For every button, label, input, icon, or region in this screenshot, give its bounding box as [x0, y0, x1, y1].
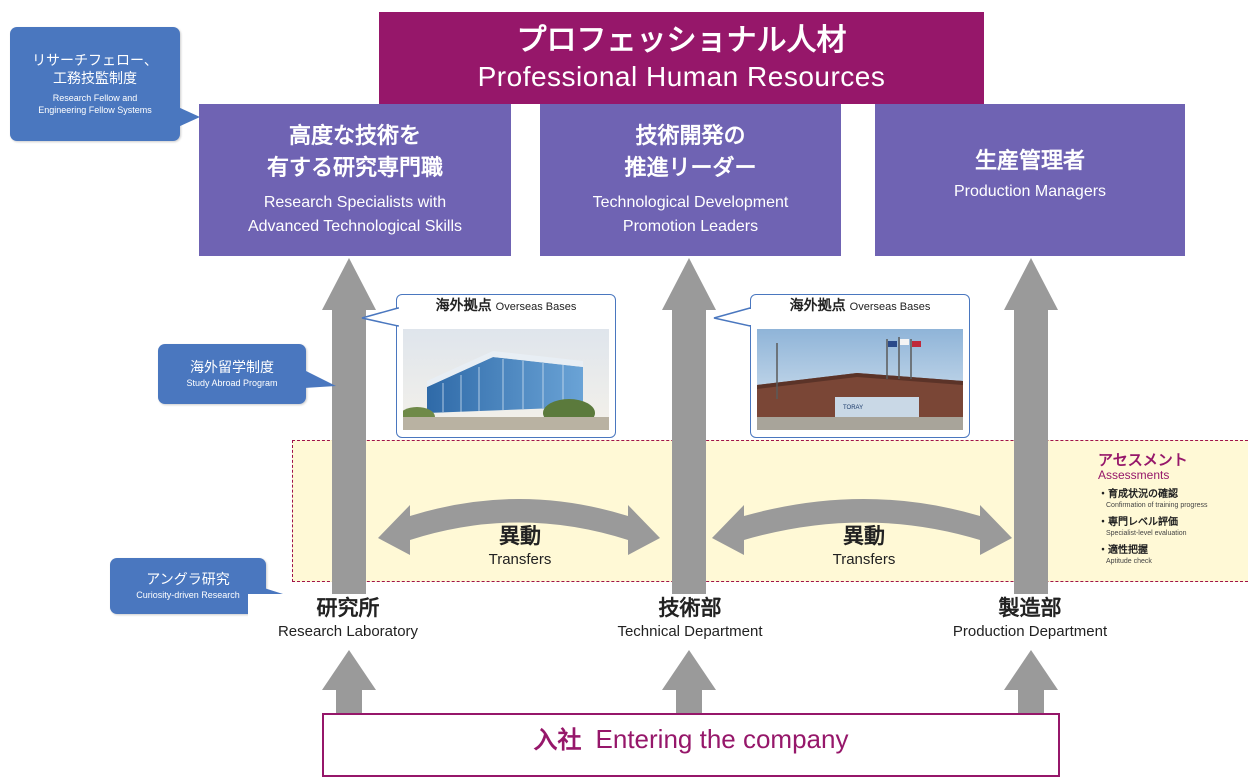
callout-jp-line1: リサーチフェロー、 [32, 53, 158, 69]
career-jp-line1: 高度な技術を [288, 124, 421, 149]
assessment-item-en: Specialist-level evaluation [1106, 530, 1187, 537]
overseas-caption-jp: 海外拠点 [435, 298, 492, 314]
callout-en-line2: Engineering Fellow Systems [38, 105, 152, 115]
entering-en: Entering the company [595, 724, 849, 754]
arrow-prod-up [1004, 258, 1058, 600]
callout-study-abroad: 海外留学制度 Study Abroad Program [158, 344, 306, 404]
career-box-production-managers: 生産管理者 Production Managers [875, 104, 1185, 256]
arrow-lab-up [322, 258, 376, 600]
overseas-photo-1 [403, 329, 609, 430]
callout-research-fellow-pointer [178, 107, 200, 127]
callout-en: Study Abroad Program [186, 378, 278, 388]
career-en-line1: Production Managers [953, 183, 1107, 200]
assessment-item-en: Confirmation of training progress [1106, 502, 1208, 509]
career-en-line1: Research Specialists with [263, 194, 447, 211]
assessments-title-jp: アセスメント [1098, 451, 1188, 469]
transfer-arrow-right [712, 499, 1012, 555]
assessment-item-jp: ・専門レベル評価 [1098, 517, 1178, 528]
career-box-development-leaders: 技術開発の 推進リーダー Technological Development P… [540, 104, 841, 256]
career-box-research-specialists: 高度な技術を 有する研究専門職 Research Specialists wit… [199, 104, 511, 256]
career-en-line2: Advanced Technological Skills [247, 218, 463, 235]
transfer-jp: 異動 [499, 524, 541, 548]
career-en-line1: Technological Development [592, 194, 789, 211]
callout-en: Curiosity-driven Research [136, 590, 240, 600]
department-research-lab: 研究所 Research Laboratory [248, 594, 448, 642]
professional-hr-banner: プロフェッショナル人材 Professional Human Resources [379, 12, 984, 104]
assessment-item-jp: ・適性把握 [1098, 545, 1148, 556]
career-en-line2: Promotion Leaders [622, 218, 759, 235]
career-jp-line1: 生産管理者 [974, 149, 1085, 174]
banner-title-en: Professional Human Resources [477, 61, 886, 92]
arrow-tech-up [662, 258, 716, 600]
assessment-item-jp: ・育成状況の確認 [1098, 489, 1178, 500]
callout-research-fellow: リサーチフェロー、 工務技監制度 Research Fellow and Eng… [10, 27, 180, 141]
department-production: 製造部 Production Department [920, 594, 1140, 642]
photo-sign-text: TORAY [843, 405, 863, 411]
transfer-en: Transfers [832, 551, 896, 568]
arrow-entry-lab [322, 650, 376, 713]
arrow-entry-prod [1004, 650, 1058, 713]
department-en: Production Department [952, 623, 1108, 640]
department-en: Research Laboratory [277, 623, 419, 640]
overseas-caption-en: Overseas Bases [495, 301, 577, 313]
assessments-title-en: Assessments [1098, 468, 1170, 482]
entering-company-box: 入社 Entering the company [322, 713, 1060, 777]
department-technical: 技術部 Technical Department [585, 594, 795, 642]
banner-title-jp: プロフェッショナル人材 [516, 23, 847, 58]
transfer-arrow-left [378, 499, 660, 555]
arrow-entry-tech [662, 650, 716, 713]
transfer-en: Transfers [488, 551, 552, 568]
assessment-item: ・育成状況の確認 Confirmation of training progre… [1098, 488, 1246, 510]
assessment-item: ・適性把握 Aptitude check [1098, 544, 1246, 566]
career-jp-line2: 有する研究専門職 [266, 156, 443, 181]
callout-jp-line2: 工務技監制度 [53, 71, 137, 87]
overseas-base-2-pointer [713, 307, 752, 327]
callout-jp: アングラ研究 [146, 572, 230, 588]
department-en: Technical Department [617, 623, 763, 640]
entering-jp: 入社 [533, 726, 582, 754]
transfer-label-2: 異動 Transfers [804, 522, 924, 570]
callout-jp: 海外留学制度 [190, 360, 274, 376]
department-jp: 技術部 [658, 596, 722, 620]
department-jp: 研究所 [316, 596, 380, 620]
overseas-caption-en: Overseas Bases [849, 301, 931, 313]
callout-curiosity-research: アングラ研究 Curiosity-driven Research [110, 558, 266, 614]
transfer-label-1: 異動 Transfers [460, 522, 580, 570]
assessment-item-en: Aptitude check [1106, 558, 1152, 565]
transfer-jp: 異動 [843, 524, 885, 548]
overseas-caption-jp: 海外拠点 [789, 298, 846, 314]
assessments-legend: アセスメント Assessments ・育成状況の確認 Confirmation… [1098, 452, 1246, 566]
overseas-photo-2: TORAY [757, 329, 963, 430]
career-jp-line1: 技術開発の [635, 124, 746, 149]
department-jp: 製造部 [998, 596, 1062, 620]
overseas-base-1-pointer [361, 307, 400, 327]
assessment-item: ・専門レベル評価 Specialist-level evaluation [1098, 516, 1246, 538]
callout-en-line1: Research Fellow and [52, 93, 138, 103]
career-jp-line2: 推進リーダー [624, 156, 757, 181]
callout-study-abroad-pointer [304, 370, 336, 388]
